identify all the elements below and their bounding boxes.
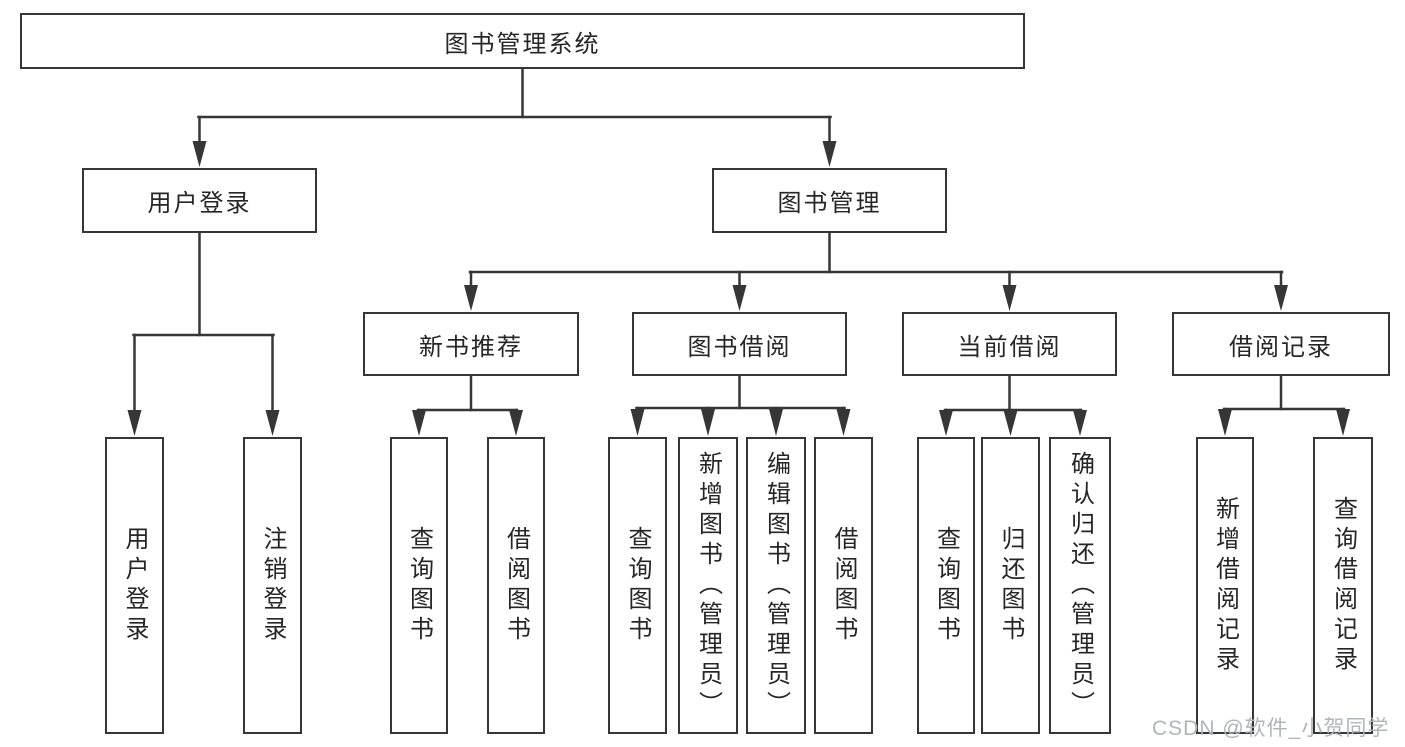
node-current-borrowing: 当前借阅 [902,312,1117,376]
node-book-management: 图书管理 [712,168,947,233]
leaf-add-book-admin: 新增图书（管理员） [678,437,738,734]
leaf-borrow-books: 借阅图书 [814,437,873,734]
leaf-return-book: 归还图书 [981,437,1040,734]
node-book-borrowing: 图书借阅 [632,312,847,376]
leaf-edit-book-admin: 编辑图书（管理员） [746,437,806,734]
watermark: CSDN @软件_小贺同学 [1152,717,1390,740]
connector-book-management-to-level3 [464,231,1288,311]
connector-user-login-to-leaves [127,231,280,436]
node-new-book-recommendation: 新书推荐 [363,312,579,376]
connector-root-to-level2 [192,66,837,167]
leaf-query-books-borrow: 查询图书 [608,437,667,734]
leaf-logout: 注销登录 [243,437,302,734]
node-user-login: 用户登录 [82,168,317,233]
leaf-user-login: 用户登录 [105,437,164,734]
leaf-query-books-recommend: 查询图书 [390,437,448,734]
connector-new-book-to-leaves [412,374,523,436]
leaf-query-borrow-record: 查询借阅记录 [1313,437,1373,734]
leaf-confirm-return-admin: 确认归还（管理员） [1049,437,1111,734]
leaf-add-borrow-record: 新增借阅记录 [1196,437,1254,734]
node-root-library-management-system: 图书管理系统 [20,13,1025,69]
leaf-query-books-current: 查询图书 [917,437,975,734]
connector-borrowing-records-to-leaves [1218,374,1350,436]
leaf-borrow-books-recommend: 借阅图书 [487,437,545,734]
connector-book-borrowing-to-leaves [630,374,851,436]
connector-current-borrowing-to-leaves [939,374,1087,436]
node-borrowing-records: 借阅记录 [1172,312,1390,376]
